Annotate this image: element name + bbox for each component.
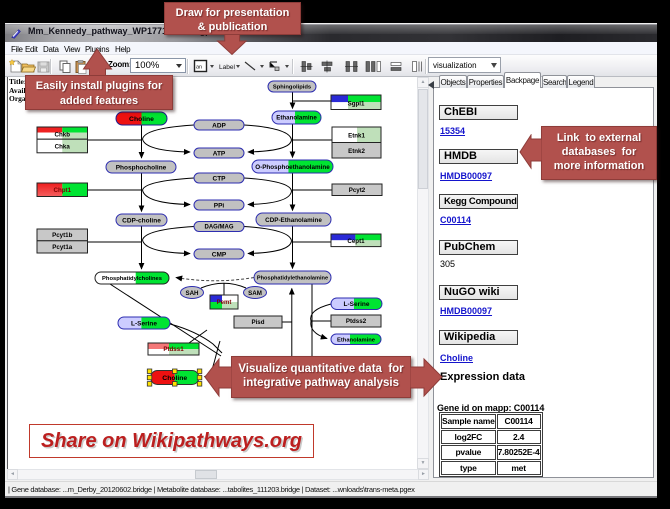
svg-text:CTP: CTP <box>213 175 227 182</box>
svg-text:Sphingolipids: Sphingolipids <box>273 85 311 91</box>
svg-text:SAH: SAH <box>185 290 199 297</box>
svg-text:Ptdss1: Ptdss1 <box>163 346 184 353</box>
svg-text:Ptdss2: Ptdss2 <box>346 318 367 325</box>
svg-text:Pemt: Pemt <box>217 300 232 306</box>
svg-text:CMP: CMP <box>212 251 227 258</box>
svg-text:Etnk2: Etnk2 <box>348 148 365 155</box>
svg-text:an: an <box>196 65 202 71</box>
svg-text:CDP-choline: CDP-choline <box>122 217 161 224</box>
svg-text:Choline: Choline <box>129 116 154 123</box>
svg-text:DAG/MAG: DAG/MAG <box>205 225 234 231</box>
svg-text:SAM: SAM <box>248 290 262 297</box>
svg-text:L-Serine: L-Serine <box>131 320 157 327</box>
svg-text:PPi: PPi <box>214 202 225 209</box>
svg-text:Etnk1: Etnk1 <box>348 133 365 140</box>
svg-text:ATP: ATP <box>213 150 226 157</box>
svg-text:Phosphocholine: Phosphocholine <box>116 164 167 171</box>
svg-text:Phosphatidylcholines: Phosphatidylcholines <box>102 276 162 282</box>
svg-text:Phosphatidylethanolamine: Phosphatidylethanolamine <box>257 276 328 282</box>
svg-text:CDP-Ethanolamine: CDP-Ethanolamine <box>265 217 322 224</box>
svg-text:Chka: Chka <box>55 144 71 151</box>
svg-text:Pisd: Pisd <box>251 319 264 326</box>
svg-text:ADP: ADP <box>212 122 226 129</box>
svg-text:Pcyt1b: Pcyt1b <box>52 232 73 239</box>
svg-text:Pcyt1a: Pcyt1a <box>52 244 73 251</box>
svg-text:Chkb: Chkb <box>55 132 71 139</box>
svg-text:O-Phosphoethanolamine: O-Phosphoethanolamine <box>255 164 330 171</box>
svg-text:Ethanolamine: Ethanolamine <box>276 115 317 122</box>
svg-text:Choline: Choline <box>162 375 187 382</box>
svg-text:Label: Label <box>219 64 235 71</box>
svg-text:L-Serine: L-Serine <box>343 301 369 308</box>
svg-text:Pcyt2: Pcyt2 <box>349 187 366 194</box>
svg-text:Ethanolamine: Ethanolamine <box>337 337 376 343</box>
svg-text:Cept1: Cept1 <box>347 238 365 245</box>
svg-text:Chpt1: Chpt1 <box>53 187 71 194</box>
svg-text:Sgpl1: Sgpl1 <box>348 101 365 108</box>
